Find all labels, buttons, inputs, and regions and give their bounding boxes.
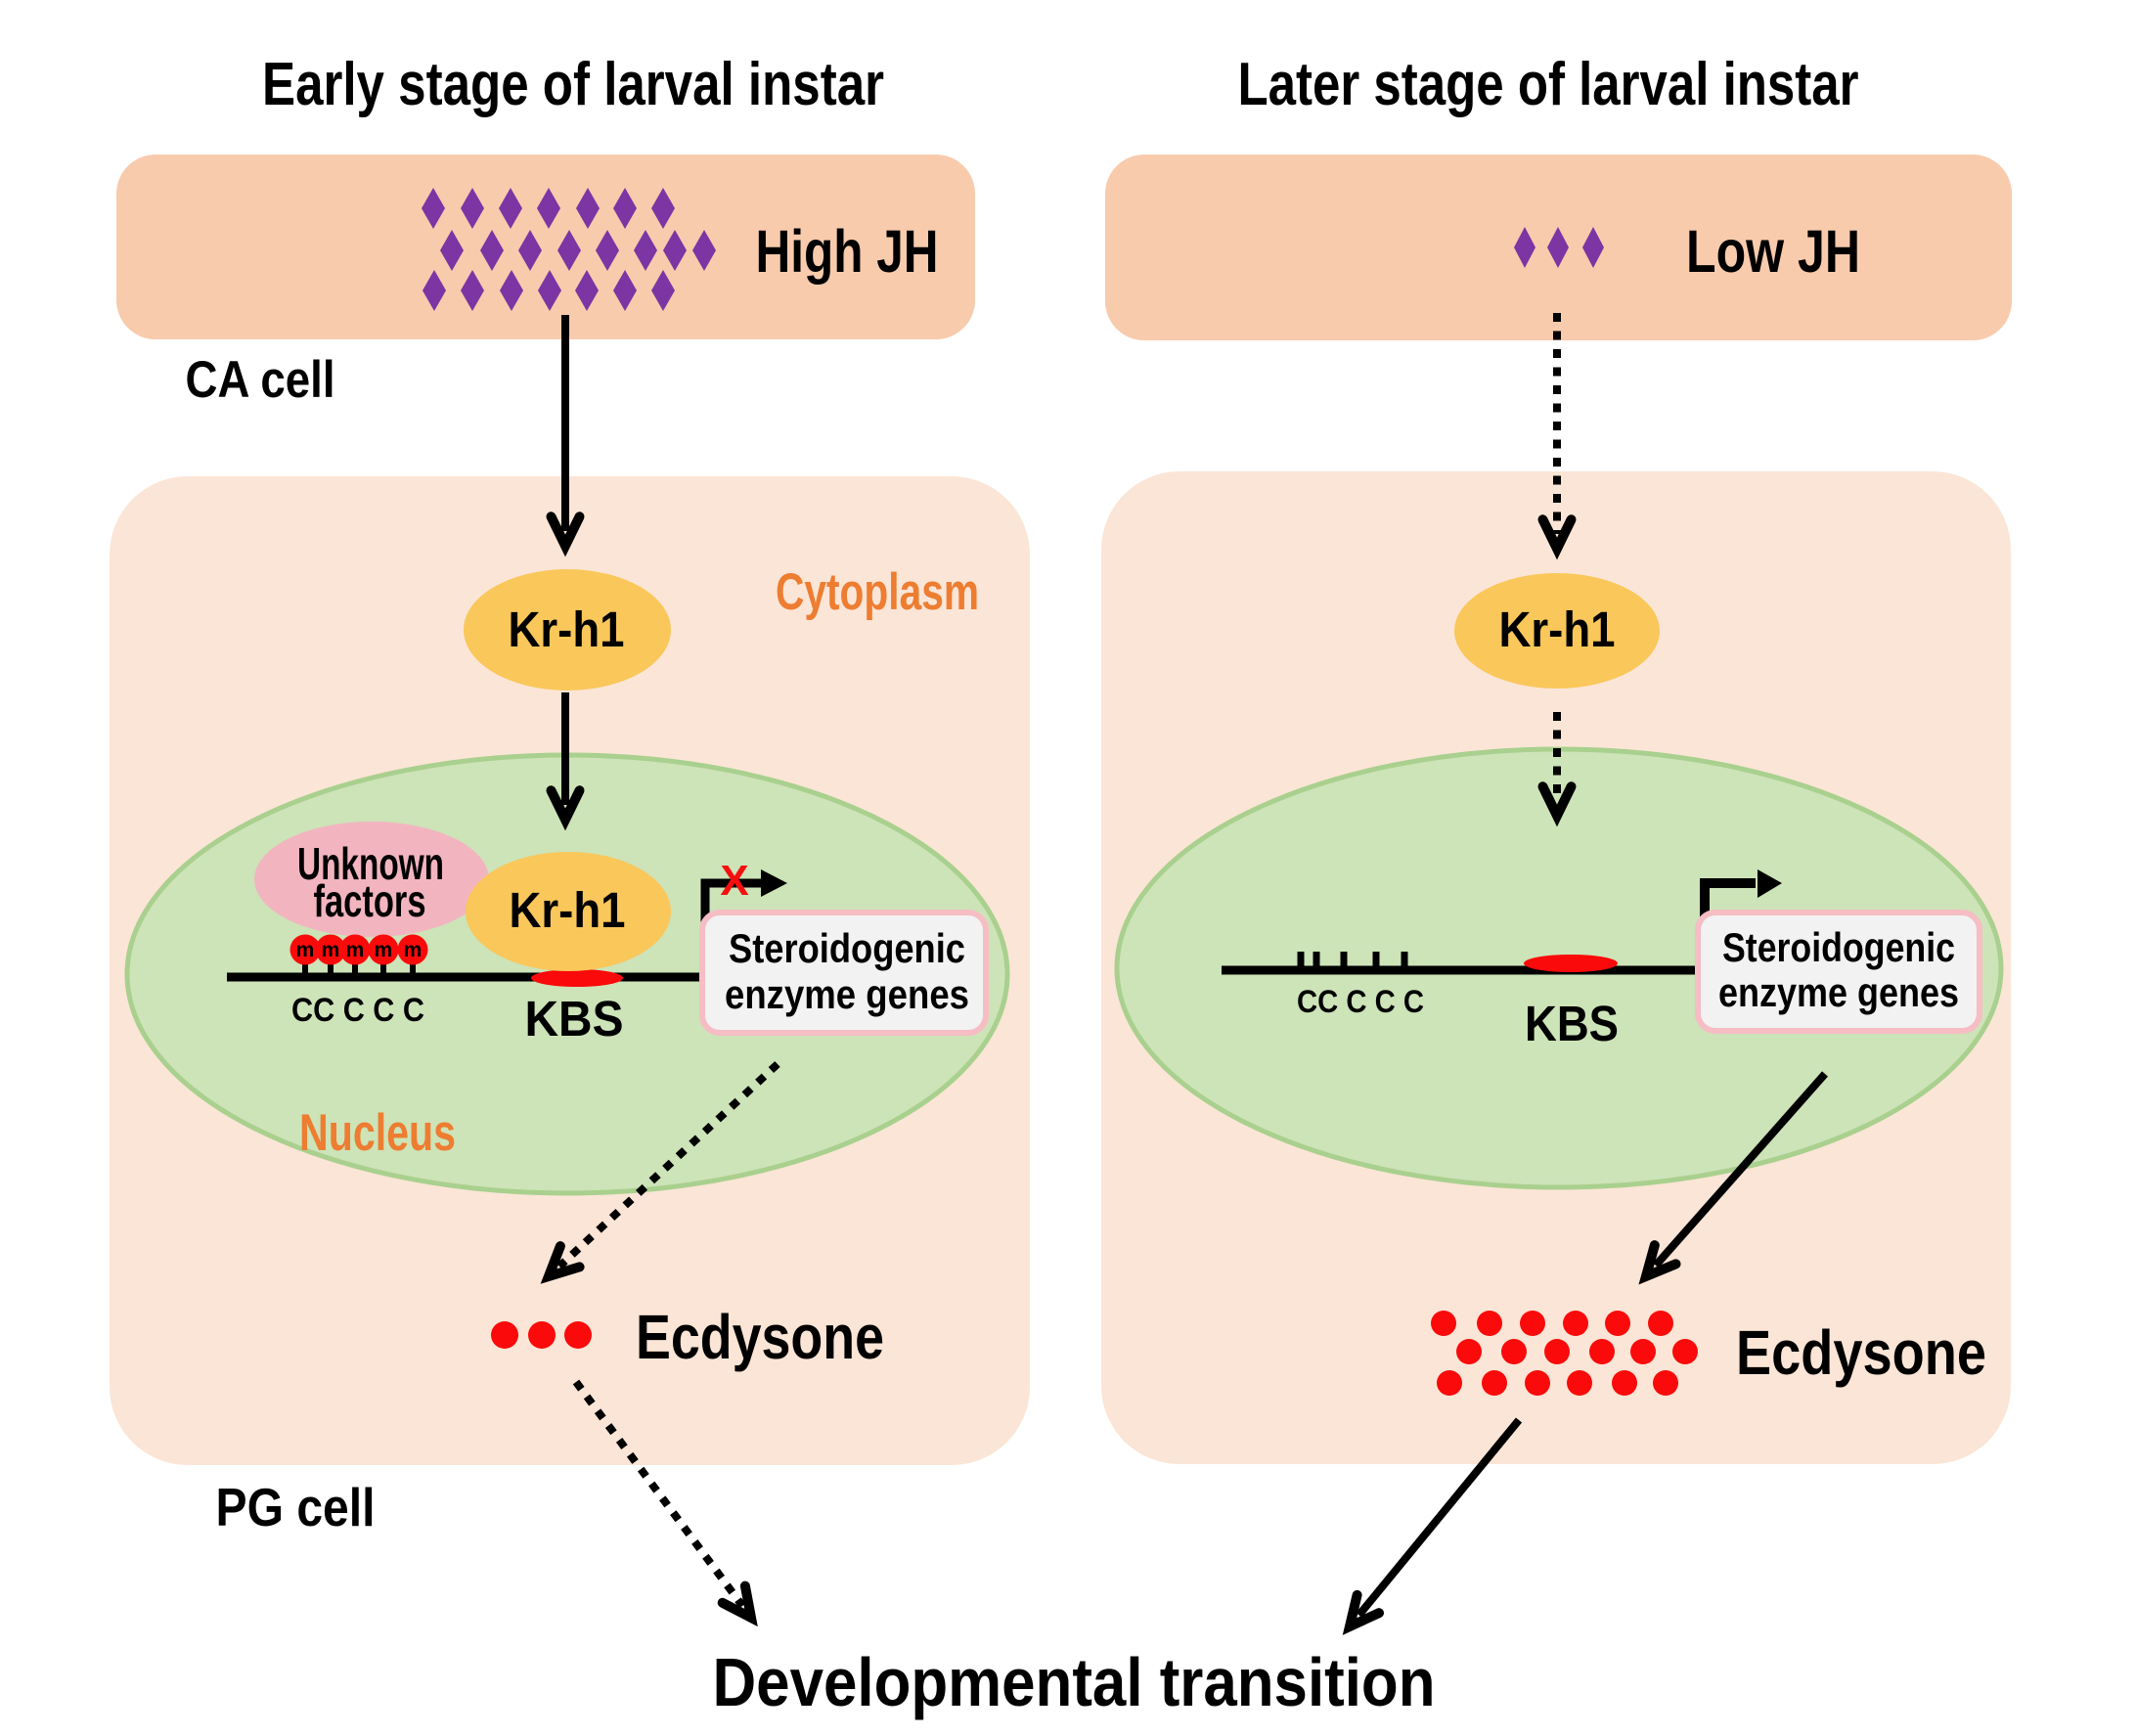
svg-text:Later stage of larval instar: Later stage of larval instar (1238, 51, 1859, 118)
svg-text:factors: factors (314, 875, 426, 926)
svg-text:Ecdysone: Ecdysone (636, 1302, 884, 1372)
svg-text:CA cell: CA cell (186, 351, 335, 409)
svg-text:m: m (322, 939, 340, 961)
svg-text:enzyme genes: enzyme genes (1718, 969, 1959, 1015)
svg-text:Low JH: Low JH (1686, 218, 1860, 285)
svg-text:Steroidogenic: Steroidogenic (1722, 924, 1955, 970)
svg-text:X: X (720, 857, 748, 905)
svg-text:High JH: High JH (756, 218, 939, 285)
svg-text:enzyme genes: enzyme genes (725, 971, 969, 1017)
svg-text:Kr-h1: Kr-h1 (509, 601, 625, 657)
svg-text:Cytoplasm: Cytoplasm (776, 563, 979, 621)
svg-text:Kr-h1: Kr-h1 (1499, 601, 1616, 657)
svg-text:m: m (404, 939, 423, 961)
svg-text:m: m (346, 939, 365, 961)
svg-text:CC C C C: CC C C C (291, 992, 424, 1029)
svg-text:Ecdysone: Ecdysone (1736, 1317, 1986, 1388)
svg-text:PG cell: PG cell (216, 1477, 376, 1537)
svg-text:Kr-h1: Kr-h1 (510, 882, 626, 938)
svg-text:m: m (375, 939, 393, 961)
svg-text:CC C C C: CC C C C (1297, 984, 1424, 1019)
svg-text:KBS: KBS (525, 991, 624, 1046)
svg-text:Steroidogenic: Steroidogenic (729, 925, 965, 971)
svg-text:m: m (296, 939, 315, 961)
svg-text:Early stage of larval instar: Early stage of larval instar (262, 51, 884, 118)
svg-text:Unknown: Unknown (297, 838, 444, 889)
svg-text:KBS: KBS (1525, 996, 1619, 1051)
svg-text:Developmental transition: Developmental transition (713, 1644, 1436, 1720)
svg-text:Nucleus: Nucleus (299, 1104, 456, 1162)
